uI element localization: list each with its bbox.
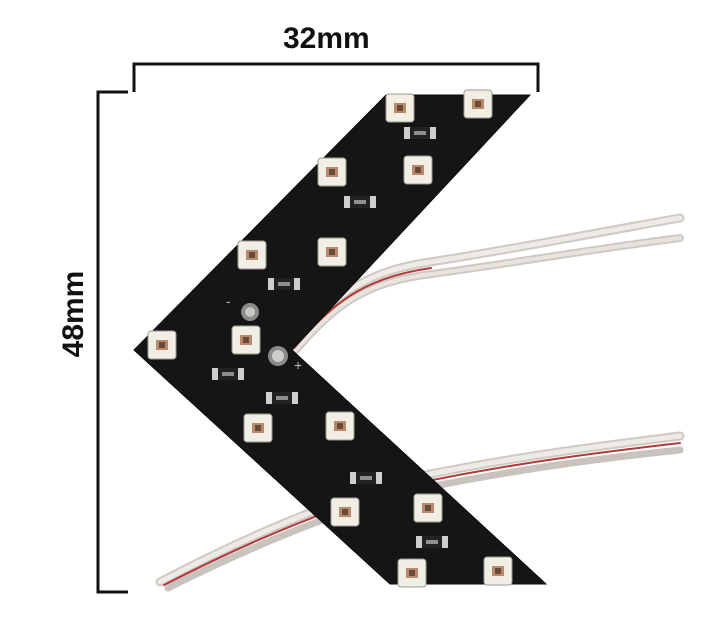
smd-led: [231, 325, 261, 355]
width-dimension-label: 32mm: [283, 22, 370, 55]
chevron-pcb-board: [133, 94, 548, 585]
smd-resistor: [266, 392, 298, 404]
negative-polarity-mark: -: [226, 293, 231, 309]
smd-resistor: [404, 127, 436, 139]
smd-led: [413, 493, 443, 523]
smd-led-group: [147, 89, 513, 588]
smd-led: [147, 330, 177, 360]
positive-polarity-mark: +: [294, 357, 302, 373]
smd-led: [330, 497, 360, 527]
smd-resistor: [268, 278, 300, 290]
smd-led: [243, 413, 273, 443]
smd-led: [317, 157, 347, 187]
smd-led: [317, 237, 347, 267]
height-dimension-bracket: [96, 90, 128, 594]
smd-led: [463, 89, 493, 119]
width-dimension-bracket: [132, 62, 540, 92]
smd-led: [385, 93, 415, 123]
solder-pads: [241, 303, 288, 366]
height-dimension-label: 48mm: [57, 270, 90, 358]
smd-led: [403, 155, 433, 185]
smd-resistor-group: [212, 127, 448, 548]
smd-resistor: [350, 472, 382, 484]
smd-resistor: [416, 536, 448, 548]
smd-led: [325, 411, 355, 441]
smd-resistor: [344, 196, 376, 208]
smd-resistor: [212, 368, 244, 380]
smd-led: [483, 556, 513, 586]
smd-led: [397, 558, 427, 588]
smd-led: [237, 240, 267, 270]
